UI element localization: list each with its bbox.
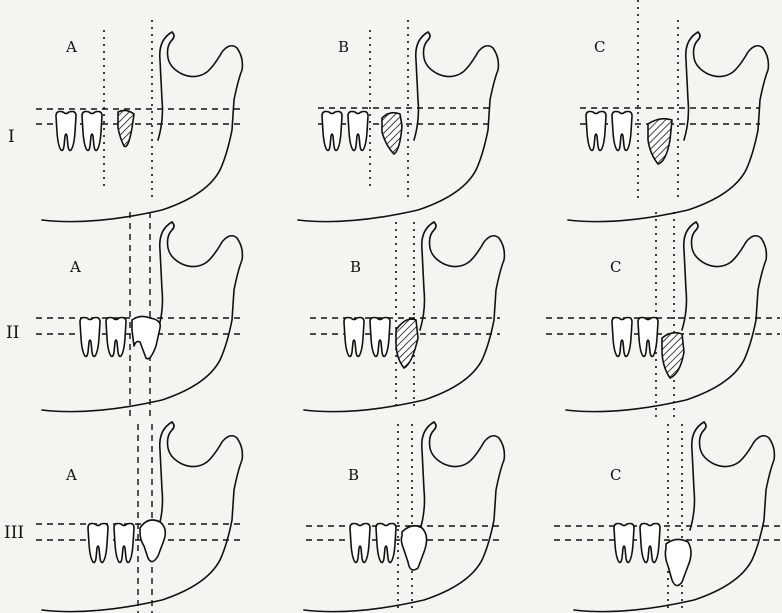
- panel-I-B: B: [298, 20, 498, 222]
- panel-label: B: [348, 466, 359, 484]
- row-label-3: III: [4, 523, 24, 543]
- row-labels: I II III: [4, 127, 24, 543]
- panel-II-A: A: [36, 212, 242, 416]
- panel-II-C: C: [546, 212, 780, 420]
- panel-II-B: B: [304, 222, 504, 412]
- panel-label: A: [65, 466, 77, 484]
- panel-I-C: C: [568, 0, 768, 222]
- panel-label: A: [69, 258, 81, 276]
- row-label-1: I: [8, 127, 15, 147]
- panel-label: A: [65, 38, 77, 56]
- panel-label: C: [594, 38, 605, 56]
- panel-label: B: [338, 38, 349, 56]
- panel-label: C: [610, 466, 621, 484]
- panel-III-A: A: [36, 422, 242, 613]
- panel-III-B: B: [304, 422, 504, 613]
- panel-label: C: [610, 258, 621, 276]
- panel-I-A: A: [36, 20, 242, 222]
- panel-label: B: [350, 258, 361, 276]
- panel-III-C: C: [554, 422, 780, 613]
- row-label-2: II: [6, 323, 19, 343]
